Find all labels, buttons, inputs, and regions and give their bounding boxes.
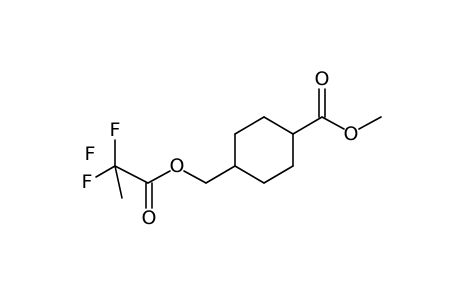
bond-ring-carbonyl-right	[292, 116, 323, 135]
ring-bond-5	[263, 165, 294, 184]
bond-cf-left	[95, 165, 116, 178]
bond-ch2-ring	[205, 165, 236, 184]
atom-f-top: F	[110, 119, 121, 141]
atom-o-ester-right: O	[344, 123, 359, 145]
bond-carbonyl-right-o-ester	[321, 116, 345, 130]
atom-o-carbonyl-left: O	[142, 207, 157, 229]
bond-cf-bottom	[114, 165, 123, 199]
atom-f-bottom: F	[85, 143, 96, 165]
ring-bond-2	[234, 116, 265, 135]
atom-f-left: F	[82, 171, 93, 193]
atom-o-carbonyl-right: O	[315, 68, 330, 90]
bond-o-methyl	[358, 116, 382, 130]
bond-o-ch2	[183, 170, 207, 184]
bond-carbonyl-o-ester	[147, 170, 171, 184]
ring-bond-3	[263, 116, 294, 135]
atom-o-ester-left: O	[170, 155, 185, 177]
bond-cf3-carbonyl	[114, 165, 149, 184]
ring-bond-6	[234, 165, 265, 184]
